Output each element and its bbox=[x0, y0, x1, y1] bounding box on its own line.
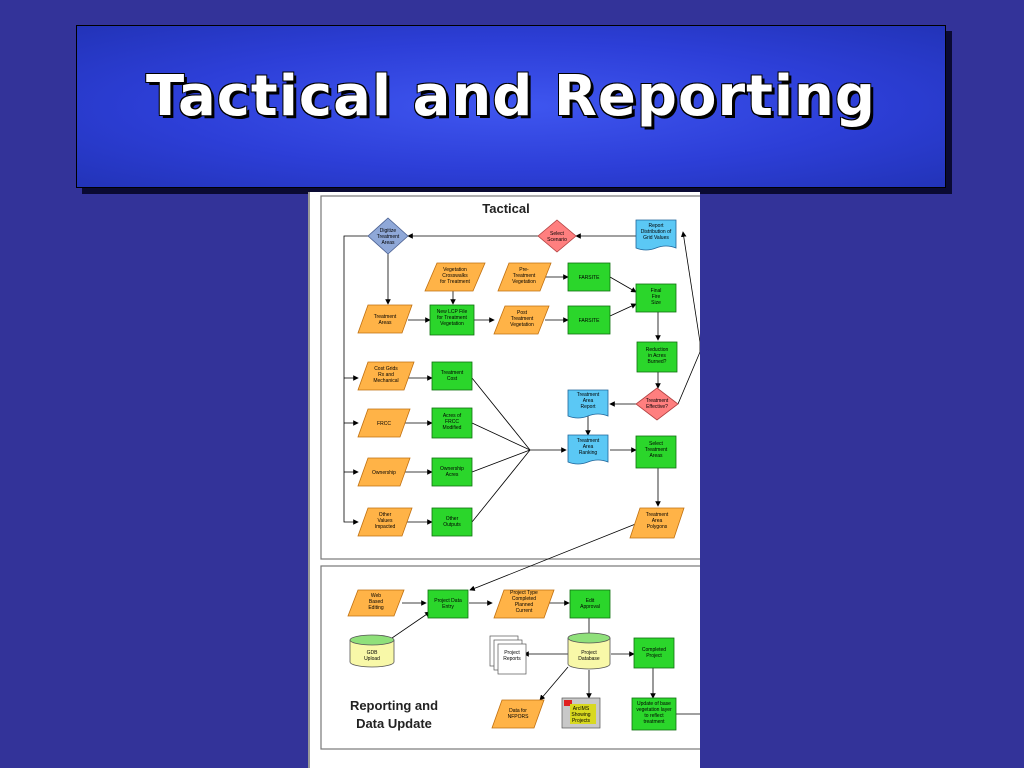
slide-title: Tactical and Reporting bbox=[145, 64, 877, 129]
svg-text:Ownership: Ownership bbox=[372, 470, 396, 476]
tactical-connectors bbox=[343, 231, 700, 591]
node-farsite-1: FARSITE bbox=[567, 262, 611, 292]
tactical-header: Tactical bbox=[482, 201, 529, 216]
node-farsite-2: FARSITE bbox=[567, 305, 611, 335]
flowchart-svg: Tactical Digitiz bbox=[320, 195, 700, 750]
reporting-header-line-1: Reporting and bbox=[350, 698, 438, 713]
title-box: Tactical and Reporting bbox=[76, 25, 946, 188]
node-frcc: FRCC bbox=[357, 408, 411, 438]
flowchart-figure: Tactical Digitiz bbox=[308, 192, 700, 768]
reporting-header-line-2: Data Update bbox=[356, 716, 432, 731]
node-ownership: Ownership bbox=[357, 457, 411, 487]
figure-left-edge bbox=[308, 192, 310, 768]
svg-text:FARSITE: FARSITE bbox=[579, 318, 601, 324]
svg-text:FARSITE: FARSITE bbox=[579, 275, 601, 281]
reporting-connectors bbox=[391, 600, 700, 715]
svg-text:FRCC: FRCC bbox=[377, 421, 391, 427]
